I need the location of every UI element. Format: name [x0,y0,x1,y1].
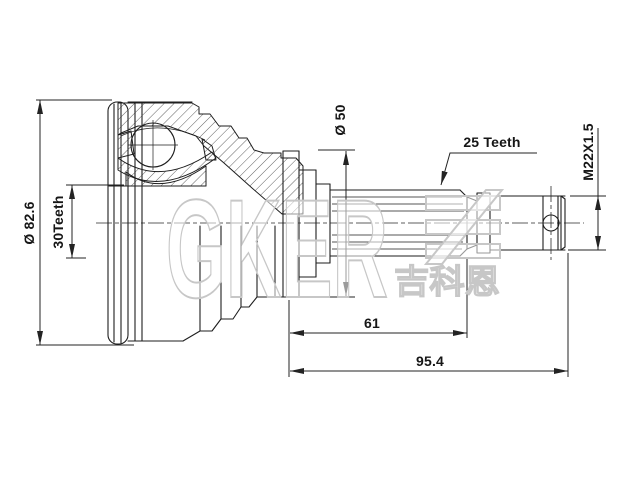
cage-and-ball [108,120,217,187]
watermark: GKER 吉科恩 [165,169,505,328]
dim-inner-spline-label: 30Teeth [50,195,66,248]
dim-thread-label: M22X1.5 [580,123,596,180]
cage-section-left [117,130,135,159]
dim-spline-length-label: 61 [364,315,380,331]
hatch-upper-wall [117,102,304,215]
boot-groove-steps [182,296,284,342]
dim-spline-length: 61 [288,259,468,377]
cage-band-lower [117,151,217,182]
dim-outer-diameter: Ø 82.6 [21,99,134,346]
dim-shaft-spline: 25 Teeth [440,134,537,186]
dim-shaft-spline-label: 25 Teeth [463,134,520,150]
watermark-logo-icon [423,189,505,265]
joint-part-drawing [96,101,584,345]
dim-inner-spline: 30Teeth [50,184,124,259]
dimensions: Ø 82.6 30Teeth Ø 50 25 Teeth [21,99,606,377]
dim-boot-diameter-label: Ø 50 [332,104,348,135]
watermark-brand-text: GKER [166,170,388,327]
dim-boot-diameter: Ø 50 [299,104,355,298]
dim-thread: M22X1.5 [568,123,606,251]
dim-overall-length-label: 95.4 [416,353,444,369]
bell-housing [117,101,304,342]
dim-outer-diameter-label: Ø 82.6 [21,201,37,244]
watermark-brand-cn-text: 吉科恩 [394,262,500,301]
shoulder-and-rings [282,150,331,298]
dim-overall-length: 95.4 [290,253,569,377]
inner-race-section [125,165,207,187]
